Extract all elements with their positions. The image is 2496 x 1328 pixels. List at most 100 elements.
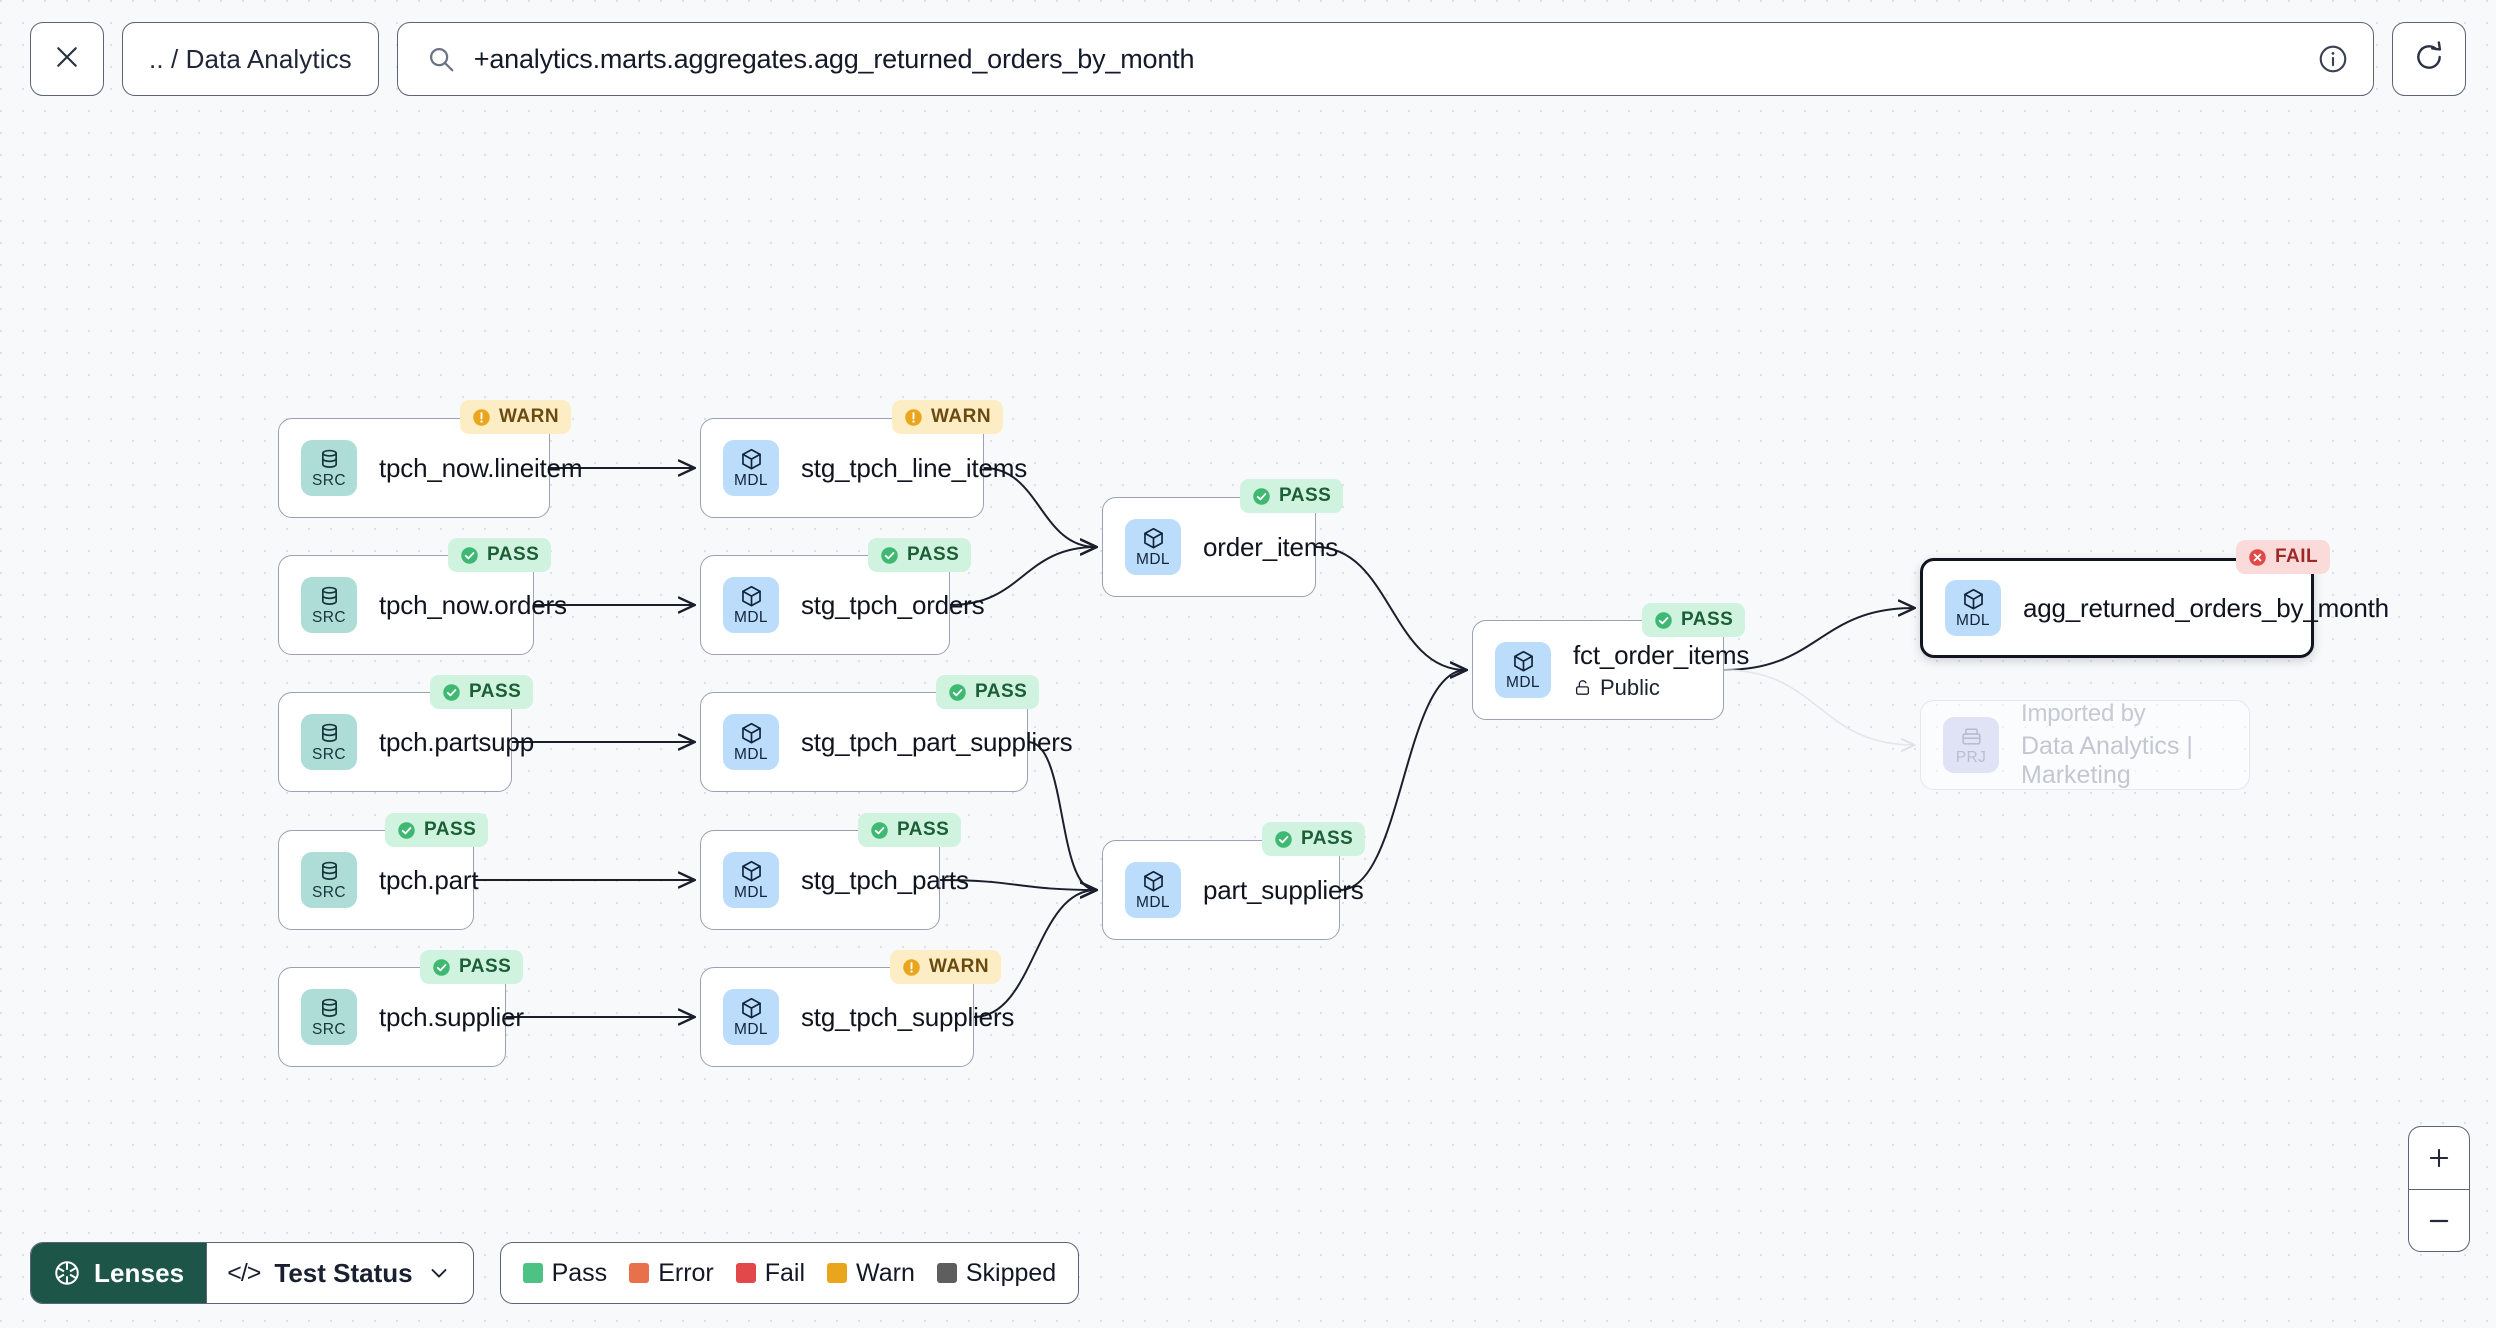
lenses-button[interactable]: Lenses — [31, 1243, 207, 1303]
graph-node-order_items[interactable]: MDL order_items — [1102, 497, 1339, 597]
status-badge-order_items[interactable]: PASS — [1240, 479, 1344, 513]
node-body: tpch.part — [379, 864, 479, 896]
node-sublabel-text: Data Analytics | Marketing — [2021, 732, 2193, 789]
graph-node-tpch_now_lineitem[interactable]: SRC tpch_now.lineitem — [278, 418, 583, 518]
node-label: stg_tpch_suppliers — [801, 1001, 1015, 1032]
legend-item-fail[interactable]: Fail — [735, 1258, 806, 1288]
mdl-type-icon: MDL — [1495, 642, 1551, 698]
search-bar[interactable]: +analytics.marts.aggregates.agg_returned… — [396, 22, 2374, 96]
node-type-label: SRC — [312, 609, 346, 627]
status-badge-stg_tpch_parts[interactable]: PASS — [858, 813, 962, 847]
legend-label: Error — [658, 1258, 714, 1287]
plus-icon — [2426, 1145, 2452, 1171]
node-body: tpch.partsupp — [379, 726, 534, 758]
legend-item-error[interactable]: Error — [629, 1259, 714, 1288]
status-badge-stg_tpch_orders[interactable]: PASS — [868, 538, 972, 572]
status-badge-label: PASS — [1279, 485, 1332, 506]
legend-label: Skipped — [965, 1258, 1057, 1287]
status-badge-part_suppliers[interactable]: PASS — [1262, 822, 1366, 856]
status-badge-stg_tpch_suppliers[interactable]: WARN — [890, 950, 1002, 984]
node-label: fct_order_items — [1573, 639, 1750, 670]
close-button[interactable] — [30, 22, 104, 96]
node-type-label: MDL — [734, 609, 768, 627]
node-label: tpch.part — [379, 864, 479, 895]
pass-status-icon — [397, 821, 416, 840]
status-badge-label: WARN — [929, 956, 990, 977]
edge-fct_order_items-to-imported_by_project — [1723, 669, 1914, 745]
edge-stg_tpch_part_suppliers-to-part_suppliers — [1027, 741, 1096, 890]
code-icon: </> — [227, 1258, 261, 1287]
node-type-label: SRC — [312, 1021, 346, 1039]
node-type-label: MDL — [734, 472, 768, 490]
node-body: tpch_now.lineitem — [379, 452, 583, 484]
status-badge-tpch_part[interactable]: PASS — [385, 813, 489, 847]
legend-label: Fail — [764, 1258, 806, 1287]
status-badge-label: WARN — [499, 406, 560, 427]
zoom-in-button[interactable] — [2409, 1127, 2469, 1189]
status-badge-tpch_supplier[interactable]: PASS — [420, 950, 524, 984]
legend-item-skipped[interactable]: Skipped — [936, 1258, 1057, 1288]
test-status-dropdown[interactable]: </> Test Status — [206, 1243, 472, 1303]
node-label: tpch.partsupp — [379, 726, 534, 757]
status-badge-label: PASS — [975, 681, 1028, 702]
node-label: stg_tpch_line_items — [801, 452, 1027, 483]
pass-status-icon — [870, 821, 889, 840]
node-body: Imported by Data Analytics | Marketing — [2021, 700, 2249, 790]
breadcrumb-label: .. / Data Analytics — [149, 43, 352, 74]
status-badge-tpch_now_lineitem[interactable]: WARN — [460, 400, 572, 434]
graph-node-tpch_now_orders[interactable]: SRC tpch_now.orders — [278, 555, 567, 655]
legend-label: Warn — [856, 1258, 915, 1287]
lens-controls: Lenses </> Test Status — [30, 1242, 474, 1304]
legend-item-warn[interactable]: Warn — [827, 1259, 915, 1288]
status-badge-tpch_now_orders[interactable]: PASS — [448, 538, 552, 572]
top-toolbar: .. / Data Analytics +analytics.marts.agg… — [0, 0, 2496, 118]
node-label: agg_returned_orders_by_month — [2023, 592, 2389, 623]
pass-status-icon — [1654, 611, 1673, 630]
node-type-label: SRC — [312, 746, 346, 764]
breadcrumb[interactable]: .. / Data Analytics — [122, 22, 379, 96]
pass-status-icon — [1252, 487, 1271, 506]
pass-status-icon — [442, 683, 461, 702]
mdl-type-icon: MDL — [723, 989, 779, 1045]
mdl-type-icon: MDL — [723, 714, 779, 770]
mdl-type-icon: MDL — [1125, 862, 1181, 918]
fail-status-icon — [2248, 548, 2267, 567]
status-badge-stg_tpch_line_items[interactable]: WARN — [892, 400, 1004, 434]
bottom-toolbar: Lenses </> Test Status Pass Error Fail Warn… — [30, 1242, 1080, 1304]
status-badge-fct_order_items[interactable]: PASS — [1642, 603, 1746, 637]
search-input[interactable]: +analytics.marts.aggregates.agg_returned… — [473, 43, 1195, 74]
node-label: order_items — [1203, 531, 1339, 562]
mdl-type-icon: MDL — [1945, 580, 2001, 636]
legend-swatch-icon — [735, 1263, 756, 1283]
zoom-out-button[interactable] — [2409, 1189, 2469, 1251]
mdl-type-icon: MDL — [1125, 519, 1181, 575]
node-type-label: MDL — [1136, 894, 1170, 912]
status-legend: Pass Error Fail Warn Skipped — [499, 1242, 1080, 1304]
node-body: tpch_now.orders — [379, 590, 567, 621]
node-type-label: MDL — [1506, 674, 1540, 692]
edge-fct_order_items-to-agg_returned_orders_by_month — [1723, 608, 1914, 671]
warn-status-icon — [472, 408, 491, 427]
status-badge-stg_tpch_part_suppliers[interactable]: PASS — [936, 675, 1040, 709]
edge-part_suppliers-to-fct_order_items — [1339, 670, 1466, 891]
info-icon[interactable] — [2317, 43, 2349, 75]
graph-node-agg_returned_orders_by_month[interactable]: MDL agg_returned_orders_by_month — [1920, 558, 2389, 658]
status-badge-label: PASS — [424, 819, 477, 840]
node-type-label: SRC — [312, 472, 346, 490]
chevron-down-icon — [427, 1261, 451, 1285]
refresh-button[interactable] — [2392, 22, 2466, 96]
node-body: stg_tpch_suppliers — [801, 1001, 1015, 1033]
legend-item-pass[interactable]: Pass — [522, 1259, 607, 1288]
node-type-label: MDL — [1956, 612, 1990, 630]
node-label: tpch_now.lineitem — [379, 452, 583, 483]
node-label: Imported by — [2021, 700, 2146, 727]
status-badge-agg_returned_orders_by_month[interactable]: FAIL — [2236, 540, 2331, 574]
node-body: stg_tpch_line_items — [801, 452, 1027, 484]
status-badge-tpch_partsupp[interactable]: PASS — [430, 675, 534, 709]
